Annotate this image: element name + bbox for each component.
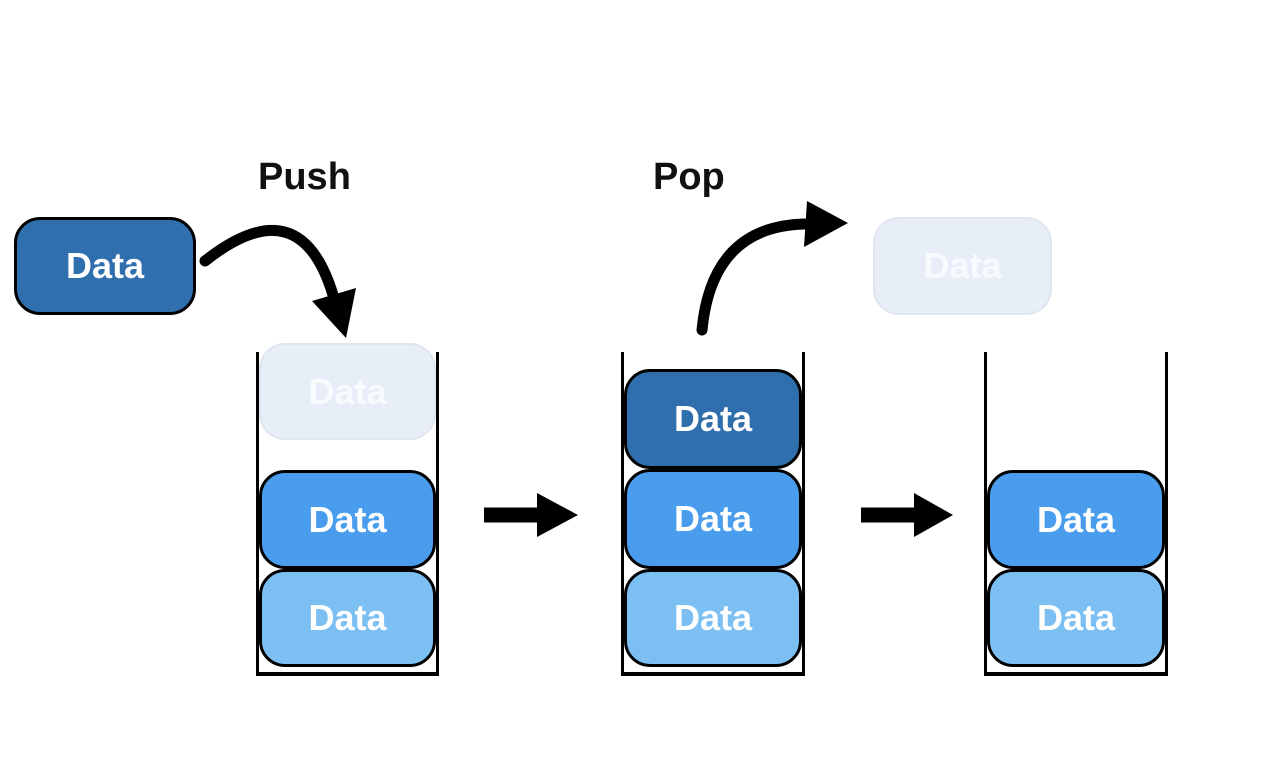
transition-arrow-2 [861, 493, 953, 537]
stack1-item-bottom: Data [259, 569, 436, 667]
stack3-item-bottom: Data [987, 569, 1165, 667]
incoming-data-box: Data [14, 217, 196, 315]
stack2-item-top: Data [624, 369, 802, 469]
pop-arrowhead-icon [804, 201, 848, 247]
push-label: Push [258, 156, 351, 198]
stack2-item-bottom: Data [624, 569, 802, 667]
stack-container-after-push: Data Data Data [621, 352, 805, 676]
transition-arrow-1 [484, 493, 578, 537]
push-arrowhead-icon [312, 288, 356, 338]
pop-arrow [696, 201, 848, 336]
right-arrowhead-icon [914, 493, 953, 537]
stack-container-after-pop: Data Data [984, 352, 1168, 676]
push-arrow [199, 224, 356, 338]
stack1-item-middle: Data [259, 470, 436, 569]
stack-container-during-push: Data Data Data [256, 343, 439, 676]
stack3-item-top: Data [987, 470, 1165, 569]
right-arrowhead-icon [537, 493, 578, 537]
stack1-item-ghost: Data [259, 343, 436, 440]
stack2-item-middle: Data [624, 469, 802, 569]
popped-data-box: Data [873, 217, 1052, 315]
pop-label: Pop [653, 156, 725, 198]
